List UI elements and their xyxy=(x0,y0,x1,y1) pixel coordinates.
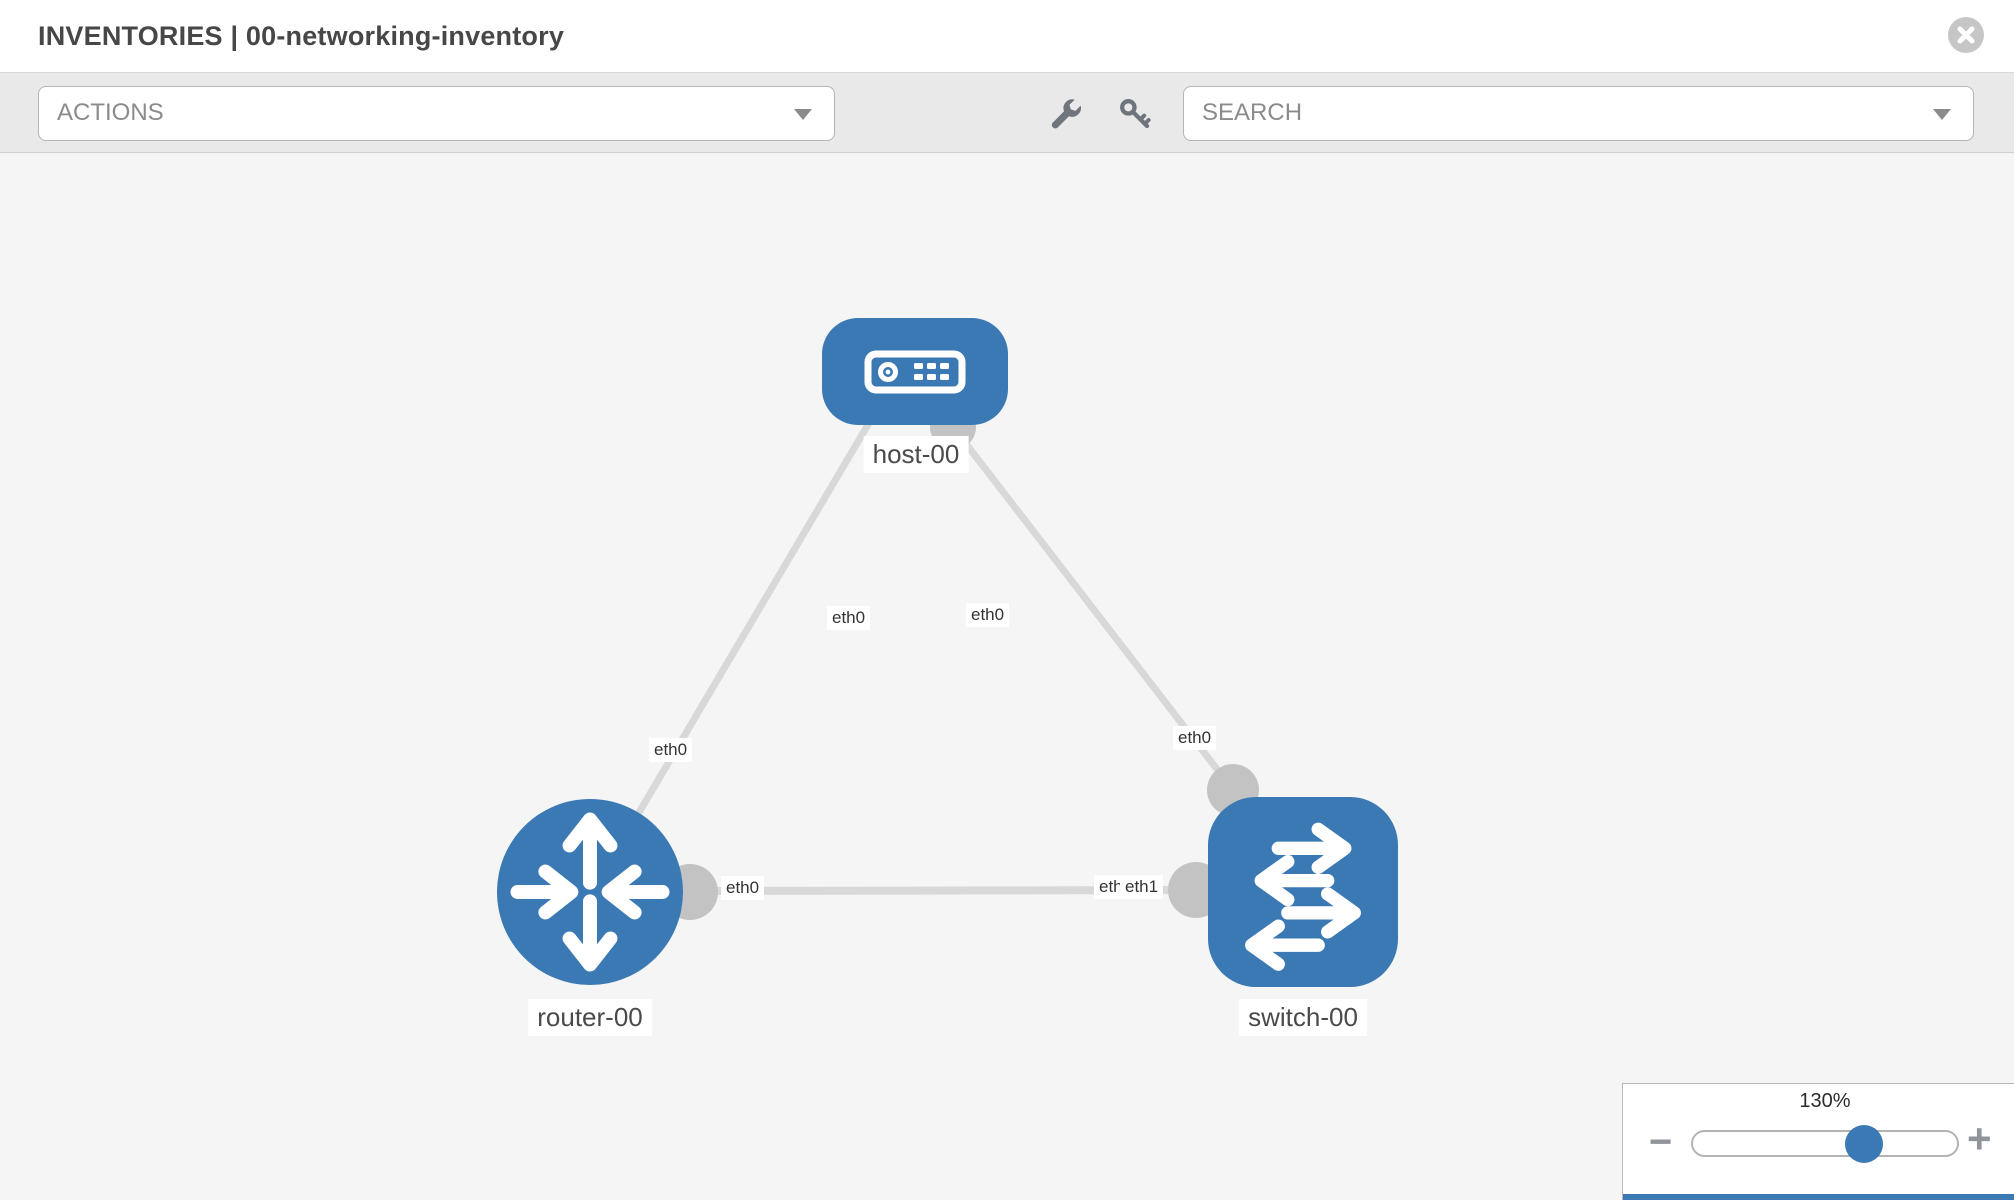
page-title: INVENTORIES | 00-networking-inventory xyxy=(38,21,565,51)
host-icon xyxy=(864,350,966,394)
top-bar: INVENTORIES | 00-networking-inventory xyxy=(0,0,2014,72)
wrench-icon xyxy=(1051,99,1081,129)
node-label-router: router-00 xyxy=(528,999,652,1036)
zoom-slider-track[interactable] xyxy=(1691,1130,1959,1157)
iface-label-router-top: eth0 xyxy=(649,738,693,762)
close-button[interactable] xyxy=(1948,17,1984,53)
close-icon xyxy=(1957,26,1975,44)
key-icon xyxy=(1120,99,1151,129)
node-host-00[interactable] xyxy=(822,318,1008,425)
zoom-out-button[interactable]: − xyxy=(1649,1120,1673,1164)
zoom-slider-thumb[interactable] xyxy=(1845,1125,1883,1163)
wrench-button[interactable] xyxy=(1046,95,1084,133)
chevron-down-icon xyxy=(794,109,812,120)
switch-icon xyxy=(1245,822,1361,971)
panel-accent-bar xyxy=(1623,1194,2014,1200)
actions-dropdown[interactable]: ACTIONS xyxy=(38,86,835,141)
search-dropdown-label: SEARCH xyxy=(1202,99,1303,126)
actions-dropdown-label: ACTIONS xyxy=(57,99,164,126)
zoom-level-value: 130% xyxy=(1799,1090,1851,1112)
links-layer xyxy=(604,399,1259,920)
iface-label-switch-left-eth1: eth1 xyxy=(1120,875,1164,899)
zoom-control-panel: 130% − + xyxy=(1622,1083,2014,1200)
topology-canvas[interactable]: host-00 router-00 switch-00 eth0 eth0 et… xyxy=(0,153,2014,1200)
node-router-00[interactable] xyxy=(497,799,683,985)
iface-label-router-right: eth0 xyxy=(721,876,765,900)
key-button[interactable] xyxy=(1116,95,1154,133)
iface-label-host-right: eth0 xyxy=(966,603,1010,627)
router-icon xyxy=(510,812,670,972)
zoom-in-button[interactable]: + xyxy=(1967,1115,1992,1162)
node-label-host: host-00 xyxy=(863,436,969,473)
iface-label-host-left: eth0 xyxy=(827,606,871,630)
node-switch-00[interactable] xyxy=(1208,797,1398,987)
search-dropdown[interactable]: SEARCH xyxy=(1183,86,1974,141)
link-host-router xyxy=(604,399,886,867)
node-label-switch: switch-00 xyxy=(1239,999,1367,1036)
toolbar: ACTIONS SEARCH xyxy=(0,72,2014,153)
chevron-down-icon xyxy=(1933,109,1951,120)
iface-label-switch-top: eth0 xyxy=(1173,726,1217,750)
